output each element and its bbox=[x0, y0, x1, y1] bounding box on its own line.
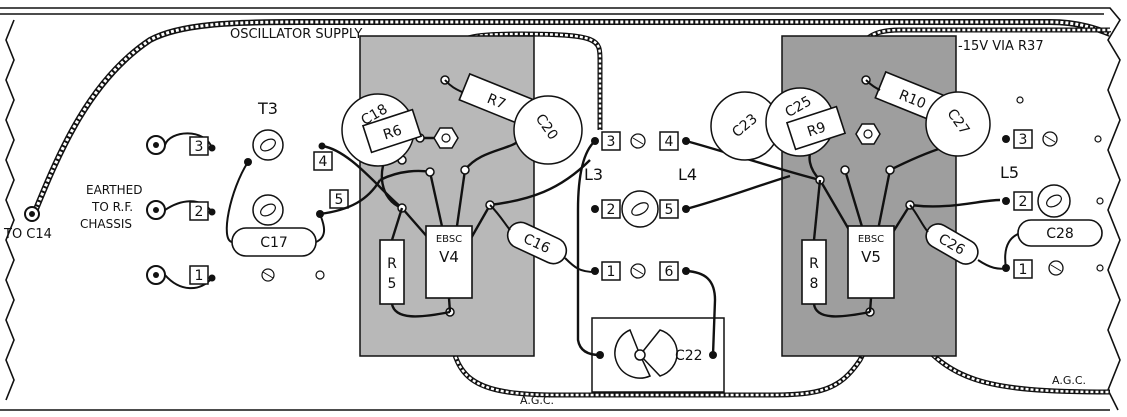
t3-terminal-3: 3 bbox=[195, 139, 204, 155]
v5-label: V5 bbox=[861, 248, 881, 266]
l5-terminals: 3 2 1 bbox=[1002, 96, 1104, 279]
v5-type-label: EBSC bbox=[858, 234, 884, 245]
r5-label-top: R bbox=[387, 256, 397, 272]
l4-terminal-6: 6 bbox=[665, 264, 674, 280]
neg15v-label: -15V VIA R37 bbox=[958, 39, 1044, 54]
t3-terminal-2: 2 bbox=[195, 204, 204, 220]
l3-terminal-2: 2 bbox=[607, 202, 616, 218]
r8-label-top: R bbox=[809, 256, 819, 272]
oscillator-supply-label: OSCILLATOR SUPPLY bbox=[230, 27, 362, 42]
c22-capacitor: C22 bbox=[576, 140, 725, 393]
l3-terminal-1: 1 bbox=[607, 264, 616, 280]
r9-label: R9 bbox=[805, 119, 828, 140]
c17-capacitor: C17 bbox=[225, 161, 325, 257]
c23-c25-r9-group: C23 C25 R9 bbox=[710, 87, 881, 161]
r5-label-bottom: 5 bbox=[388, 276, 397, 292]
v4-type-label: EBSC bbox=[436, 234, 462, 245]
t3-terminal-1: 1 bbox=[195, 268, 204, 284]
r10-c27-group: R10 C27 bbox=[865, 70, 991, 157]
v5-valve: EBSC V5 bbox=[847, 225, 895, 313]
screened-cable bbox=[24, 19, 1112, 222]
r8-resistor: R 8 bbox=[801, 179, 871, 318]
l4-terminal-4: 4 bbox=[665, 134, 674, 150]
v4-label: V4 bbox=[439, 248, 459, 266]
r7-c20-group: R7 C20 bbox=[444, 72, 583, 165]
l4-label: L4 bbox=[678, 165, 697, 184]
agc-label-left: A.G.C. bbox=[520, 394, 554, 407]
l3-terminal-3: 3 bbox=[607, 134, 616, 150]
c17-label: C17 bbox=[260, 235, 288, 251]
r5-resistor: R 5 bbox=[379, 207, 451, 318]
earthed-label-line1: EARTHED bbox=[86, 183, 142, 197]
l5-terminal-2: 2 bbox=[1019, 194, 1028, 210]
l3-l4-coil bbox=[621, 190, 659, 228]
c28-label: C28 bbox=[1046, 226, 1074, 242]
l3-label: L3 bbox=[584, 165, 603, 184]
c28-capacitor: C28 bbox=[1004, 219, 1103, 269]
r7-label: R7 bbox=[485, 91, 508, 113]
l4-terminals: 4 5 6 bbox=[659, 131, 690, 281]
t3-terminals: 3 2 1 4 5 bbox=[189, 136, 349, 285]
r6-label: R6 bbox=[381, 122, 404, 143]
t3-terminal-4: 4 bbox=[319, 154, 328, 170]
t3-terminal-5: 5 bbox=[335, 192, 344, 208]
c22-label: C22 bbox=[675, 348, 703, 364]
l4-terminal-5: 5 bbox=[665, 202, 674, 218]
agc-cable bbox=[447, 311, 1111, 398]
agc-label-right: A.G.C. bbox=[1052, 374, 1086, 387]
t3-label: T3 bbox=[257, 99, 278, 118]
l5-terminal-1: 1 bbox=[1019, 262, 1028, 278]
earthed-label-line2: TO R.F. bbox=[91, 200, 133, 214]
chassis-outline bbox=[0, 7, 1121, 411]
r8-label-bottom: 8 bbox=[810, 276, 819, 292]
l5-label: L5 bbox=[1000, 163, 1019, 182]
to-c14-label: TO C14 bbox=[3, 227, 52, 242]
c18-r6-group: C18 R6 bbox=[341, 93, 459, 167]
earthed-label-line3: CHASSIS bbox=[80, 217, 132, 231]
c16-capacitor: C16 bbox=[489, 204, 596, 273]
v4-valve: EBSC V4 bbox=[425, 225, 473, 313]
l5-terminal-3: 3 bbox=[1019, 132, 1028, 148]
l3-terminals: 3 2 1 bbox=[591, 131, 646, 281]
